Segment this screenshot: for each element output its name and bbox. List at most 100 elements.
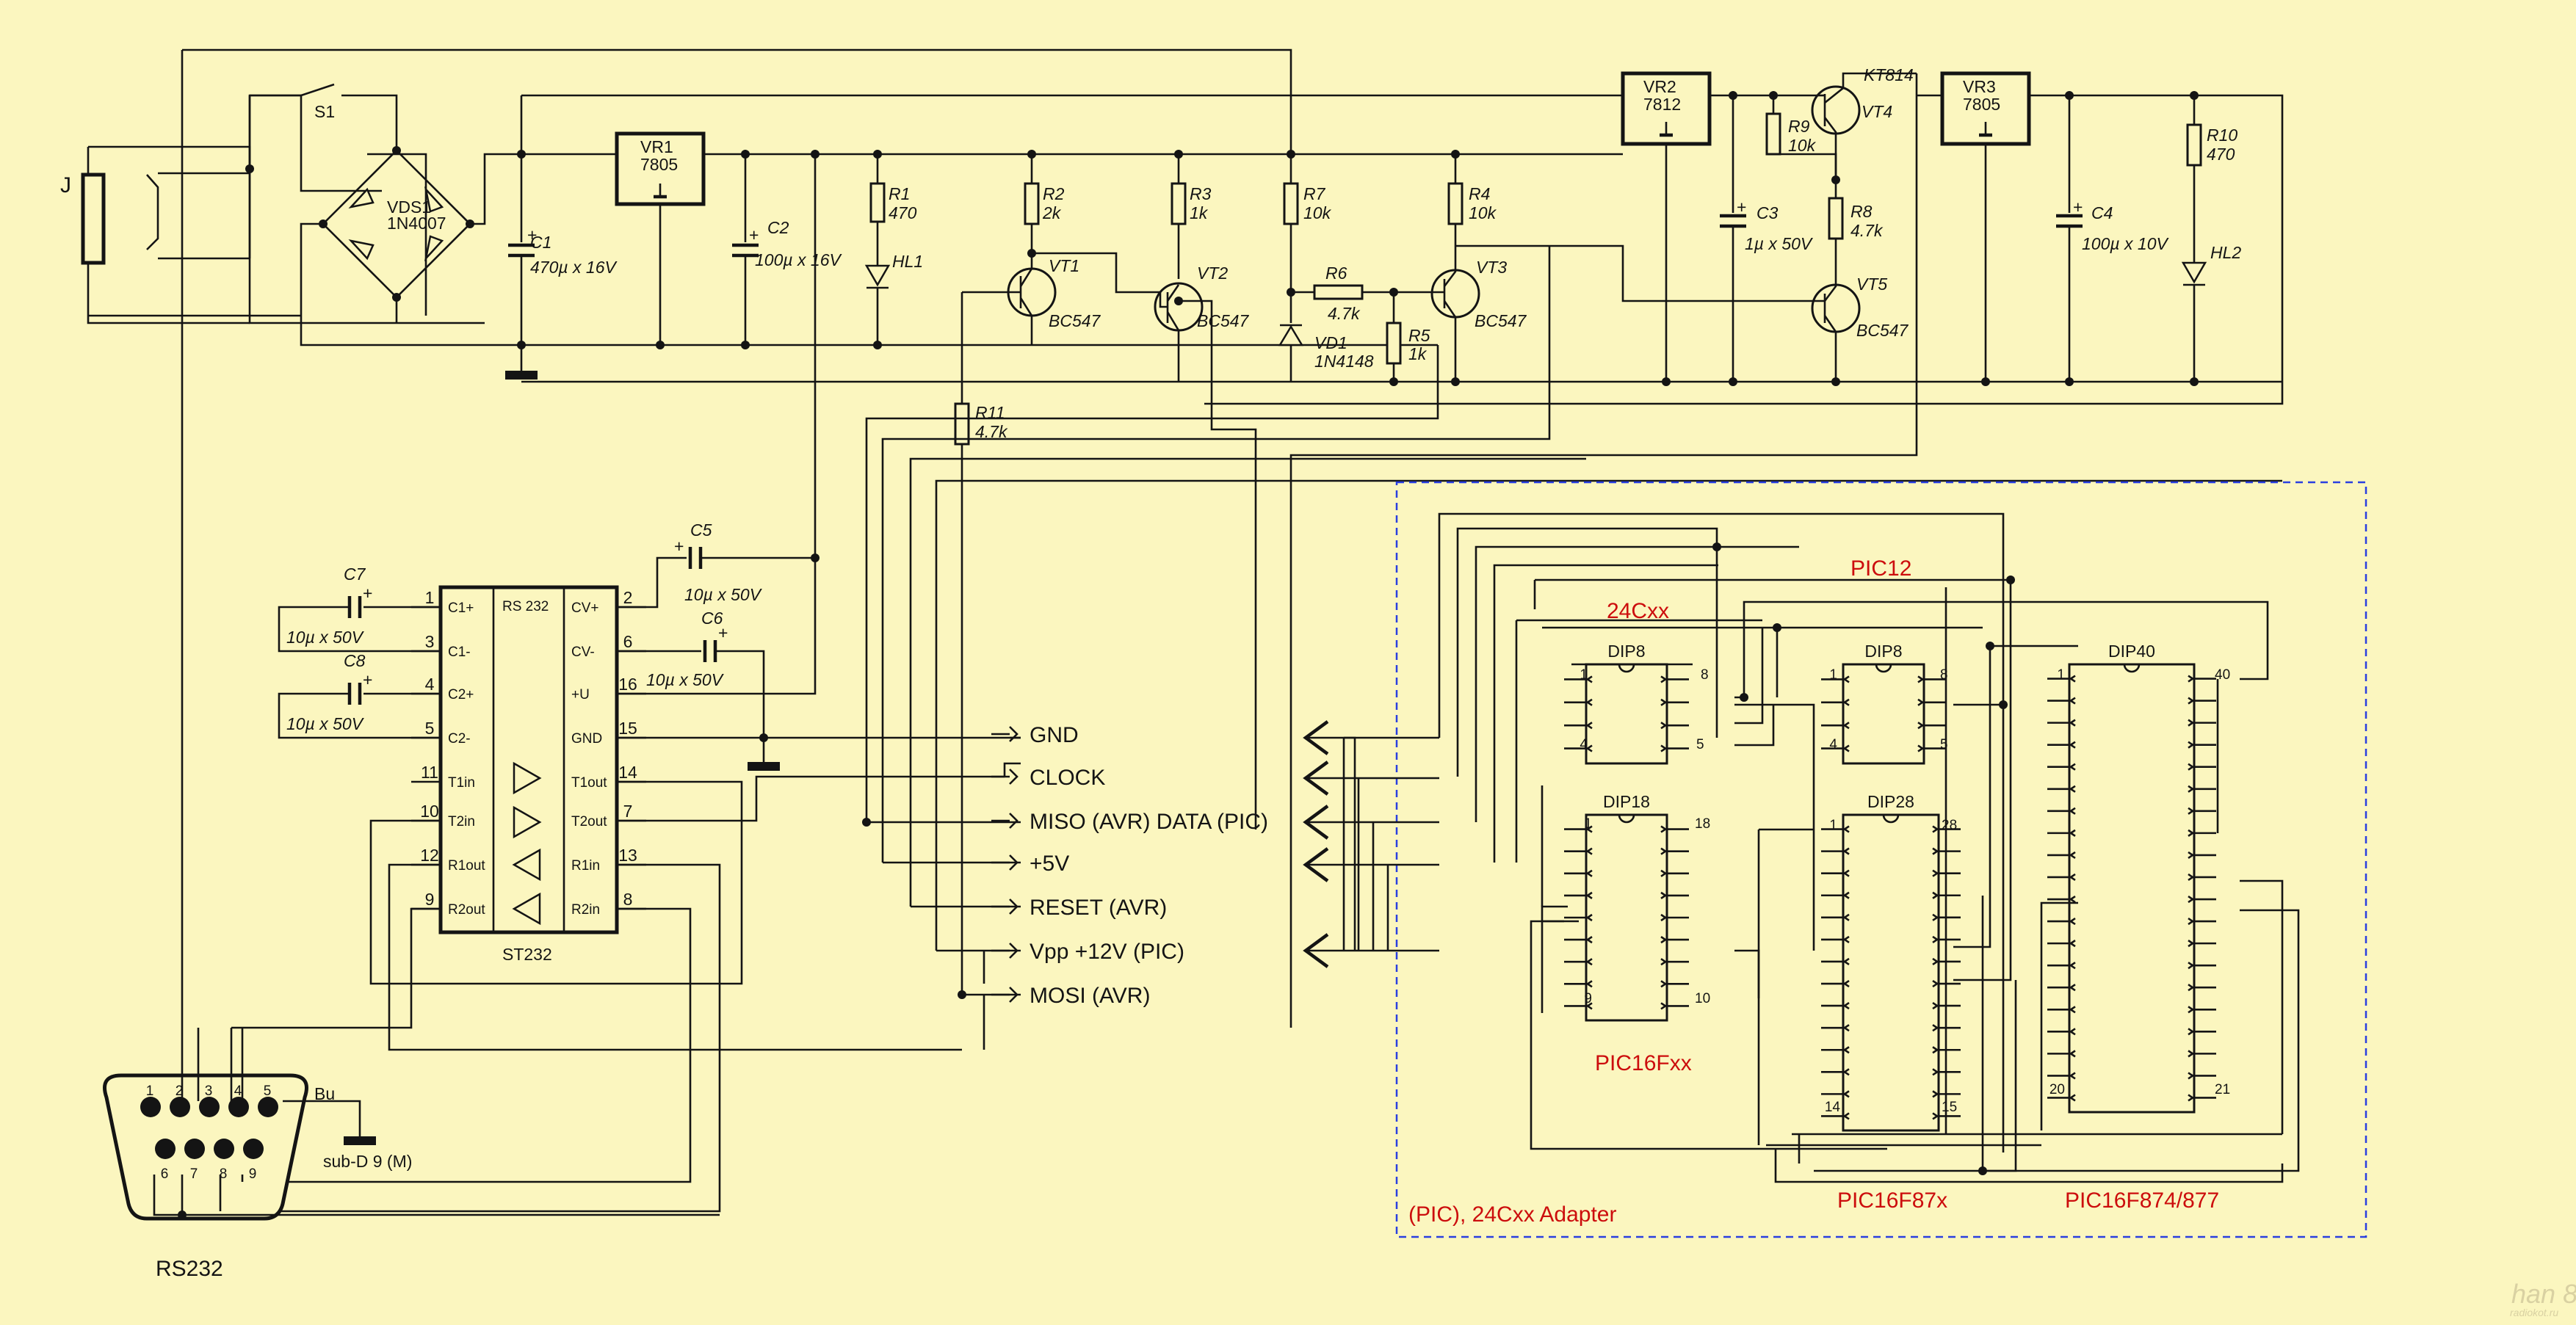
ic-pin-name: C2-: [448, 731, 471, 747]
signal-label: +5V: [1030, 852, 1069, 876]
label-vt1: VT1: [1049, 256, 1079, 275]
label-pic16f874: PIC16F874/877: [2065, 1188, 2219, 1213]
db9-pin-number: 4: [234, 1083, 242, 1099]
db9-pin: [258, 1097, 278, 1117]
watermark-site: radiokot.ru: [2510, 1307, 2558, 1318]
c7-plus: +: [363, 584, 372, 603]
ic-pin-name: R2out: [448, 902, 485, 918]
label-vt5-val: BC547: [1856, 321, 1909, 340]
ic-pin-name: GND: [571, 731, 602, 747]
c6-plus: +: [718, 623, 728, 642]
chip-dip18: [1585, 813, 1668, 1022]
ic-pin-name: C1-: [448, 645, 471, 660]
db9-bu: Bu: [314, 1084, 335, 1103]
db9-pin-number: 2: [176, 1083, 184, 1099]
ic-pin-name: R1in: [571, 858, 600, 874]
db9-pin: [140, 1097, 161, 1117]
regulator-5v-b-section: VR3 7805 + C4 100µ x 10V R10 470 HL2: [1204, 71, 2284, 405]
db9-pin-number: 5: [264, 1083, 272, 1099]
pin-label: 20: [2049, 1082, 2065, 1097]
c1-plus: +: [527, 225, 537, 244]
label-vr1: VR1: [640, 137, 673, 156]
label-c4: C4: [2091, 203, 2113, 222]
db9-pin-number: 6: [161, 1166, 169, 1182]
label-c8: C8: [344, 651, 366, 670]
label-r6: R6: [1325, 264, 1347, 283]
chip-dip40: [2068, 663, 2196, 1114]
label-c8-val: 10µ x 50V: [286, 714, 365, 733]
adapter-border: [1395, 481, 2367, 1238]
ic-pin-number: 6: [623, 632, 633, 651]
pin-label: 4: [1580, 737, 1588, 752]
pin-label: 5: [1696, 737, 1704, 752]
pin-label: 4: [1829, 737, 1837, 752]
label-c4-val: 100µ x 10V: [2082, 234, 2169, 253]
ic-name: ST232: [502, 945, 552, 964]
chip-dip28: [1842, 813, 1940, 1132]
ic-pin-name: C1+: [448, 600, 474, 616]
label-c7-val: 10µ x 50V: [286, 628, 365, 647]
label-r6-val: 4.7k: [1328, 304, 1361, 323]
label-j: J: [60, 173, 71, 197]
db9-name: sub-D 9 (M): [323, 1152, 412, 1171]
label-r9: R9: [1788, 117, 1810, 136]
rs232-label: RS232: [156, 1257, 223, 1281]
label-vt1-val: BC547: [1049, 311, 1101, 330]
label-r2: R2: [1043, 184, 1065, 203]
label-r8: R8: [1850, 202, 1873, 221]
pin-label: 15: [1942, 1100, 1957, 1115]
label-vr1-val: 7805: [640, 155, 678, 174]
label-r7-val: 10k: [1303, 203, 1332, 222]
ic-pin-name: R2in: [571, 902, 600, 918]
label-c6: C6: [701, 609, 723, 628]
label-hl2: HL2: [2210, 243, 2241, 262]
label-c1: C1: [530, 233, 551, 252]
signal-label: MISO (AVR) DATA (PIC): [1030, 810, 1268, 834]
c2-plus: +: [749, 225, 759, 244]
label-c1-val: 470µ x 16V: [530, 258, 618, 277]
pin-label: 9: [1584, 991, 1592, 1006]
label-r9-val: 10k: [1788, 136, 1817, 155]
label-c6-val: 10µ x 50V: [646, 670, 725, 689]
ic-pin-number: 8: [623, 890, 633, 909]
label-r3: R3: [1190, 184, 1212, 203]
label-r7: R7: [1303, 184, 1326, 203]
label-r3-val: 1k: [1190, 203, 1209, 222]
ic-pin-name: R1out: [448, 858, 485, 874]
ic-pin-name: CV+: [571, 600, 599, 616]
chip-name: DIP18: [1603, 792, 1650, 811]
label-vt3-val: BC547: [1475, 311, 1527, 330]
label-vt2: VT2: [1197, 264, 1228, 283]
ic-pin-name: CV-: [571, 645, 595, 660]
db9-pin: [155, 1139, 176, 1159]
label-vds1-val: 1N4007: [387, 214, 446, 233]
chip-name: DIP40: [2108, 642, 2155, 661]
label-hl1: HL1: [892, 252, 923, 271]
label-pic16fxx: PIC16Fxx: [1595, 1051, 1692, 1075]
c3-plus: +: [1737, 197, 1746, 217]
ic-pin-number: 14: [618, 763, 637, 782]
label-vt2-val: BC547: [1197, 311, 1250, 330]
db9-pin-number: 8: [220, 1166, 228, 1182]
db9-pin-number: 7: [190, 1166, 198, 1182]
ic-pin-number: 16: [618, 675, 637, 694]
label-c2-val: 100µ x 16V: [755, 250, 842, 269]
transistor-vt1-vt2: VT1 BC547 R2 2k VT2 BC547 R3 1k: [960, 150, 1257, 830]
label-r10: R10: [2207, 126, 2237, 145]
label-r11-val: 4.7k: [975, 422, 1008, 441]
ic-pin-name: T2in: [448, 814, 475, 830]
db9-pin-number: 9: [249, 1166, 257, 1182]
pin-label: 40: [2215, 667, 2230, 683]
label-r5-val: 1k: [1408, 344, 1428, 363]
ic-pin-number: 9: [425, 890, 435, 909]
regulator-5v-section: + C1 470µ x 16V VR1 7805 + C2 100µ x 16V: [505, 131, 842, 562]
ic-pin-name: C2+: [448, 687, 474, 703]
label-vds1: VDS1: [387, 197, 431, 217]
regulator-12v-section: VR2 7812 + C3 1µ x 50V R9 10k KT814 VT4 …: [1289, 65, 1918, 1028]
c8-plus: +: [363, 670, 372, 689]
label-vd1: VD1: [1314, 333, 1347, 352]
r11-section: R11 4.7k: [954, 400, 1008, 995]
db9-pin: [170, 1097, 190, 1117]
